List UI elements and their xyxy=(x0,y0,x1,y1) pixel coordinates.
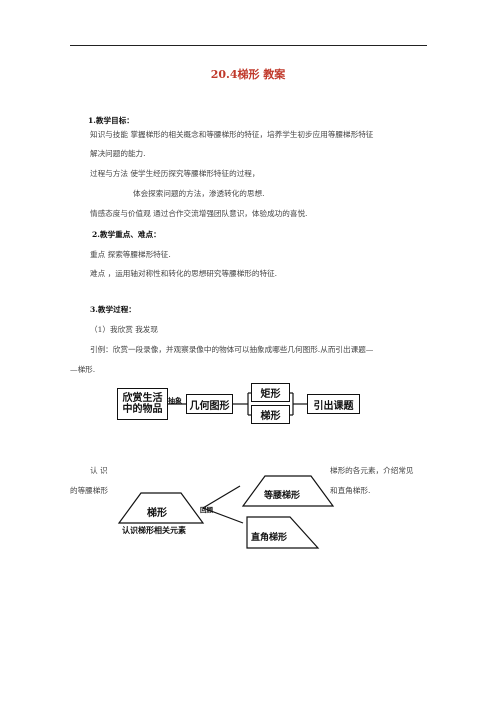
review-label: 回顾 xyxy=(200,506,213,514)
focus-text: 重点 探索等腰梯形特征. xyxy=(90,250,171,259)
connector-to-right xyxy=(202,507,244,524)
objective-process: 过程与方法 使学生经历探究等腰梯形特征的过程， xyxy=(90,169,260,178)
box-rectangle: 矩形 xyxy=(251,383,290,402)
objective-attitude: 情感态度与价值观 通过合作交流增强团队意识，体验成功的喜悦. xyxy=(90,209,308,218)
difficulty-text: 难点 ，运用轴对称性和转化的思想研究等腰梯形的特征. xyxy=(90,269,278,278)
header-rule xyxy=(70,45,427,46)
intro-line-1: 引例：欣赏一段录像，并观察录像中的物体可以抽象成哪些几何图形.从而引出课题— xyxy=(90,345,374,354)
box-introduce-topic: 引出课题 xyxy=(307,394,360,414)
isosceles-trapezoid-label: 等腰梯形 xyxy=(264,491,301,501)
right-trapezoid-shape xyxy=(246,516,320,549)
section-heading-process: 3.教学过程： xyxy=(90,305,136,314)
trapezoid-shape xyxy=(117,492,205,524)
isosceles-trapezoid-shape xyxy=(241,475,335,507)
objective-knowledge: 知识与技能 掌握梯形的相关概念和等腰梯形的特征，培养学生初步应用等腰梯形特征 xyxy=(90,130,374,139)
objective-knowledge-cont: 解决问题的能力. xyxy=(90,149,146,158)
abstract-label: 抽象 xyxy=(168,397,182,405)
step-1: （1）我欣赏 我发现 xyxy=(90,325,158,334)
page-title: 20.4梯形 教案 xyxy=(210,68,286,81)
trapezoid-caption: 认识梯形相关元素 xyxy=(122,526,186,535)
connector-to-isosceles xyxy=(202,485,241,509)
right-trapezoid-label: 直角梯形 xyxy=(251,533,288,543)
box-trapezoid: 梯形 xyxy=(251,405,290,424)
para-right-1: 梯形的各元素，介绍常见 xyxy=(330,466,414,475)
box-geometric-shapes: 几何图形 xyxy=(186,394,233,414)
para-right-2: 和直角梯形. xyxy=(330,486,371,495)
section-heading-objectives: 1.教学目标： xyxy=(88,116,134,125)
intro-line-2: —梯形. xyxy=(70,365,96,374)
objective-process-cont: 体会探索问题的方法，渗透转化的思想. xyxy=(133,189,265,198)
para-left-2: 的等腰梯形 xyxy=(70,486,108,495)
section-heading-focus: 2.教学重点、难点： xyxy=(92,230,161,239)
para-left-1: 认 识 xyxy=(90,466,108,475)
trapezoid-label: 梯形 xyxy=(147,508,167,519)
box-everyday-items: 欣赏生活中的物品 xyxy=(117,388,168,420)
